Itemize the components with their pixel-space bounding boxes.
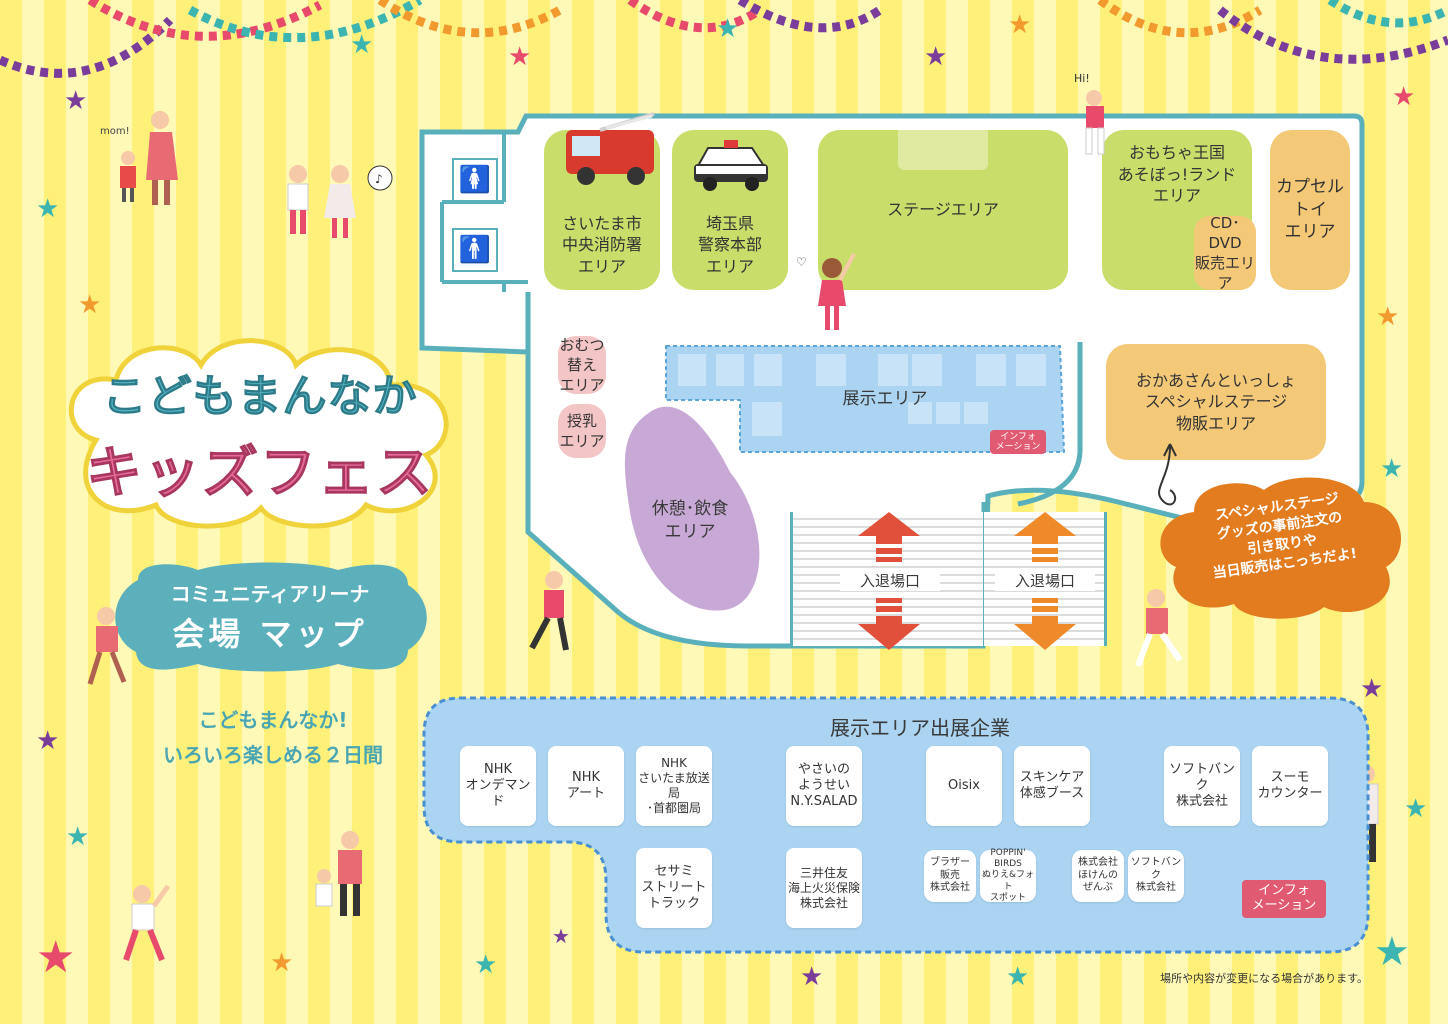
star-icon: ★ <box>36 194 60 224</box>
dad-child-illustration <box>315 831 362 916</box>
star-icon: ★ <box>1392 82 1416 112</box>
cd-dvd-area: CD･DVD 販売エリア <box>1194 213 1256 293</box>
booth-hoken-zenbu: 株式会社 ほけんの ぜんぶ <box>1072 850 1124 902</box>
entrance-right-arrow-icon <box>1014 512 1076 650</box>
star-icon: ★ <box>552 924 570 948</box>
entrance-left-arrow-icon <box>858 512 920 650</box>
tagline-line1: こどもまんなか! <box>198 708 348 732</box>
entrance-left-label: 入退場口 <box>840 570 940 591</box>
special-stage-area: おかあさんといっしょ スペシャルステージ 物販エリア <box>1106 344 1326 460</box>
running-child-illustration <box>87 607 127 685</box>
police-car-icon <box>694 140 768 191</box>
star-icon: ★ <box>508 42 532 72</box>
venue-label: コミュニティアリーナ 会場 マップ <box>108 578 432 655</box>
venue-line2: 会場 マップ <box>172 615 368 653</box>
nursing-area: 授乳 エリア <box>558 404 606 458</box>
mom-child-illustration: mom! <box>100 111 178 205</box>
male-restroom-icon: 🚹 <box>452 228 498 272</box>
star-icon: ★ <box>800 962 824 992</box>
hi-speech: Hi! <box>1074 72 1090 85</box>
star-icon: ★ <box>474 950 498 980</box>
bunting-decoration <box>0 0 1448 78</box>
rest-area-label: 休憩･飲食 エリア <box>651 499 729 542</box>
star-icon: ★ <box>36 726 60 756</box>
booth-skincare: スキンケア 体感ブース <box>1014 746 1090 826</box>
page-title: こどもまんなか キッズフェス <box>70 360 450 509</box>
booth-mitsui-sumitomo: 三井住友 海上火災保険 株式会社 <box>786 848 862 928</box>
booth-nhk-ondemand: NHK オンデマンド <box>460 746 536 826</box>
girl-stage-illustration: ♡ <box>796 253 856 330</box>
running-woman-illustration <box>529 571 569 651</box>
running-boy-illustration <box>1135 589 1183 668</box>
star-icon: ★ <box>1374 929 1410 975</box>
star-icon: ★ <box>1006 962 1030 992</box>
booth-sesame-street: セサミ ストリート トラック <box>636 848 712 928</box>
booth-oisix: Oisix <box>926 746 1002 826</box>
title-cloud <box>68 338 449 529</box>
kids-illustration: ♪ <box>287 165 393 238</box>
venue-line1: コミュニティアリーナ <box>170 582 370 606</box>
special-bubble-shape <box>1160 477 1402 619</box>
exhibitors-title: 展示エリア出展企業 <box>830 716 1010 740</box>
booth-brother: ブラザー 販売 株式会社 <box>924 850 976 902</box>
exhibit-area-label: 展示エリア <box>842 389 928 409</box>
star-icon: ★ <box>78 290 102 320</box>
star-icon: ★ <box>64 86 88 116</box>
star-icon: ★ <box>270 948 294 978</box>
hi-child-illustration: Hi! <box>1074 72 1105 155</box>
venue-badge-shape <box>115 562 427 672</box>
title-line1: こどもまんなか <box>102 371 418 423</box>
diaper-area: おむつ替え エリア <box>558 335 606 395</box>
star-icon: ★ <box>1404 794 1428 824</box>
booth-nhk-saitama: NHK さいたま放送局 ･首都圏局 <box>636 746 712 826</box>
tagline-line2: いろいろ楽しめる２日間 <box>163 743 383 767</box>
change-notice: 場所や内容が変更になる場合があります。 <box>1160 972 1368 985</box>
star-icon: ★ <box>350 30 374 60</box>
star-icon: ★ <box>1008 10 1032 40</box>
booth-nhk-art: NHK アート <box>548 746 624 826</box>
curly-arrow-icon <box>1158 443 1177 506</box>
jumping-child-illustration <box>123 884 171 962</box>
entrance-right-label: 入退場口 <box>995 570 1095 591</box>
female-restroom-icon: 🚺 <box>452 158 498 202</box>
capsule-toy-area: カプセル トイ エリア <box>1270 130 1350 290</box>
star-icon: ★ <box>924 42 948 72</box>
star-icon: ★ <box>1360 674 1384 704</box>
star-icon: ★ <box>1376 302 1400 332</box>
info-booth-map: インフォ メーション <box>990 430 1046 454</box>
star-icon: ★ <box>716 14 740 44</box>
svg-text:♡: ♡ <box>796 255 807 269</box>
star-icon: ★ <box>66 822 90 852</box>
exhibit-area-shape <box>665 345 1065 453</box>
star-icon: ★ <box>1380 454 1404 484</box>
booth-poppin-birds: POPPIN' BIRDS ぬりえ&フォト スポット <box>980 847 1036 903</box>
booth-ny-salad: やさいの ようせい N.Y.SALAD <box>786 746 862 826</box>
svg-text:♪: ♪ <box>375 172 383 186</box>
stage-platform <box>898 130 988 170</box>
fire-truck-icon <box>566 112 655 185</box>
booth-softbank-1: ソフトバンク 株式会社 <box>1164 746 1240 826</box>
booth-suumo: スーモ カウンター <box>1252 746 1328 826</box>
tagline: こどもまんなか! いろいろ楽しめる２日間 <box>108 704 438 768</box>
booth-softbank-2: ソフトバンク 株式会社 <box>1128 850 1184 902</box>
star-icon: ★ <box>36 932 76 983</box>
rest-area-shape <box>624 406 760 611</box>
mom-speech: mom! <box>100 126 130 137</box>
title-line2: キッズフェス <box>86 441 434 507</box>
info-booth-exhibitors: インフォ メーション <box>1242 880 1326 918</box>
